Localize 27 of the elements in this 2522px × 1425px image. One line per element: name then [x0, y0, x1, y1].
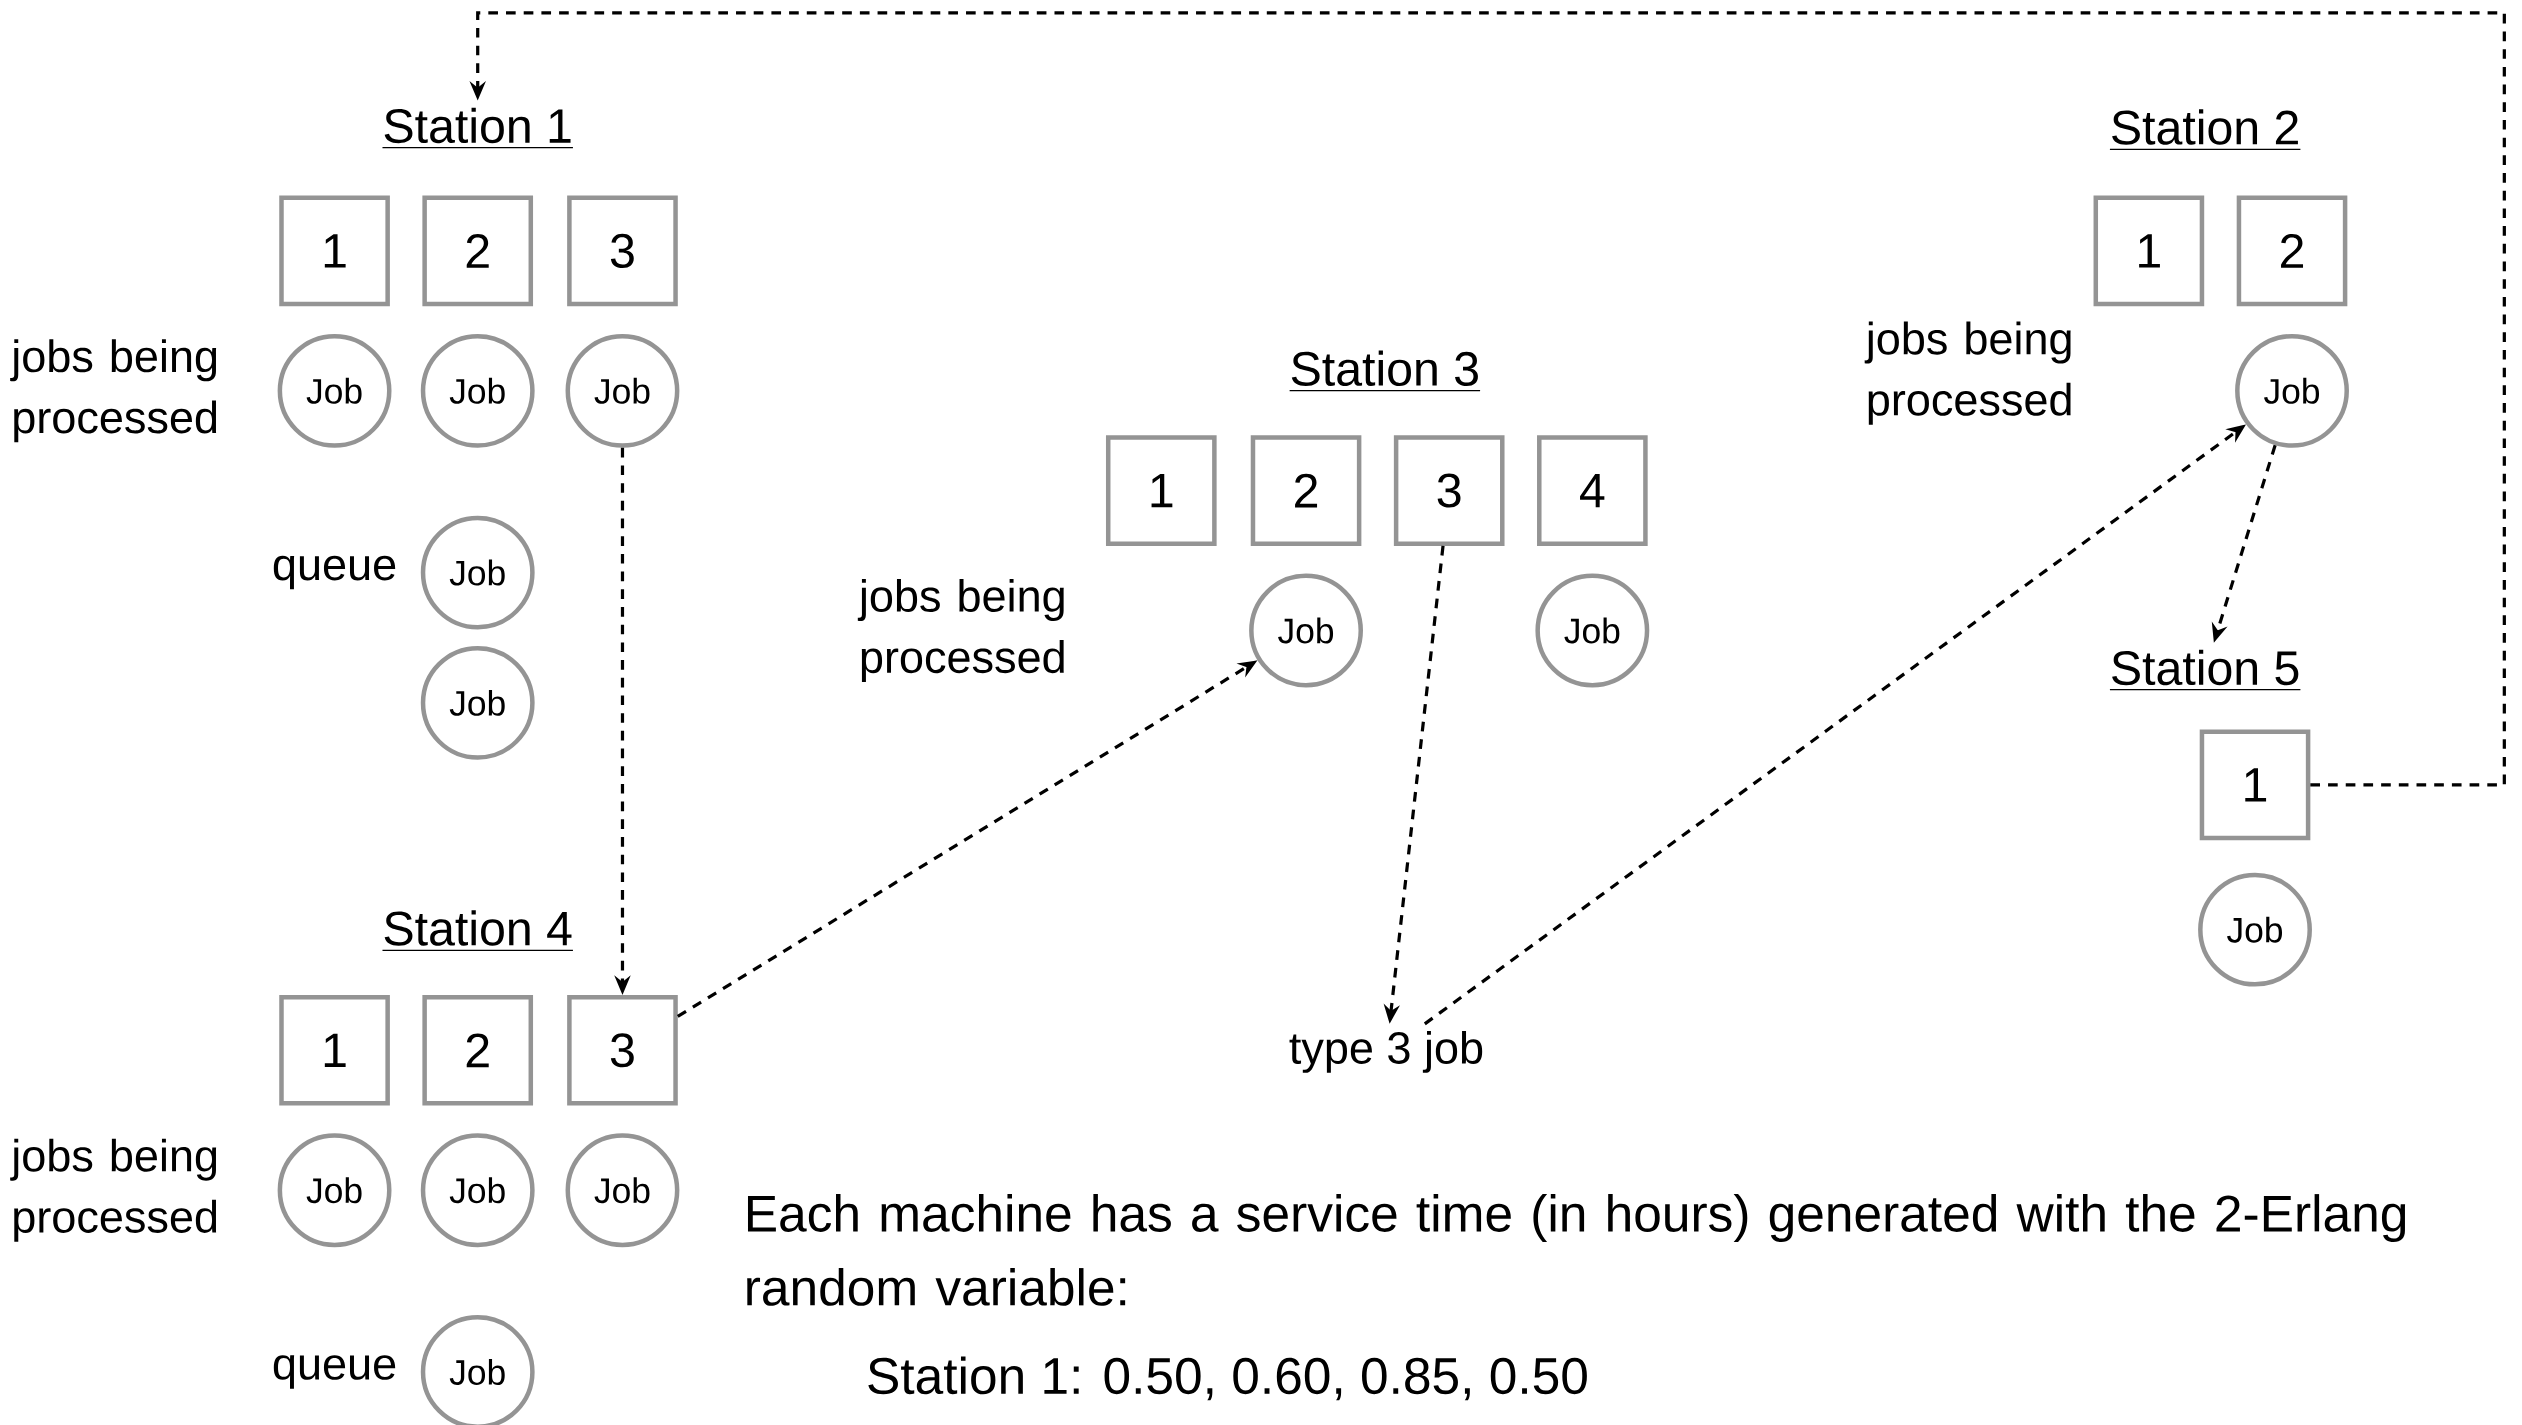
side-label: jobs being processed: [10, 1138, 217, 1242]
note-text: Each machine has a service time (in hours) generated with the 2-Erlang random variable:: [747, 1194, 2406, 1306]
side-label: jobs being processed: [10, 339, 217, 443]
machine-box: 1: [1105, 435, 1217, 546]
machine-box: 1: [279, 195, 390, 307]
side-label: jobs being processed: [857, 578, 1064, 682]
station-title: Station 2: [2109, 109, 2302, 150]
note-text: Station 1: 0.50, 0.60, 0.85, 0.50: [868, 1356, 1587, 1401]
station-title: Station 3: [1289, 350, 1481, 392]
machine-box: 1: [2199, 729, 2311, 841]
machine-box: 1: [2093, 195, 2205, 307]
machine-box: 2: [422, 195, 534, 307]
queue-label: queue: [273, 555, 396, 590]
machine-box: 2: [2236, 195, 2348, 307]
machine-box: 4: [1537, 435, 1648, 546]
queue-label: queue: [273, 1355, 396, 1389]
machine-box: 2: [1250, 435, 1362, 546]
machine-box: 2: [422, 994, 534, 1106]
machine-box: 1: [279, 994, 390, 1106]
station-title: Station 5: [2109, 649, 2302, 691]
job-type-text: type 3 job: [1289, 1030, 1483, 1073]
machine-box: 3: [1393, 435, 1505, 546]
side-label: jobs being processed: [1864, 321, 2071, 425]
machine-box: 3: [567, 994, 678, 1106]
station-title: Station 1: [381, 107, 574, 149]
machine-box: 3: [567, 195, 678, 307]
station-title: Station 4: [381, 910, 574, 951]
